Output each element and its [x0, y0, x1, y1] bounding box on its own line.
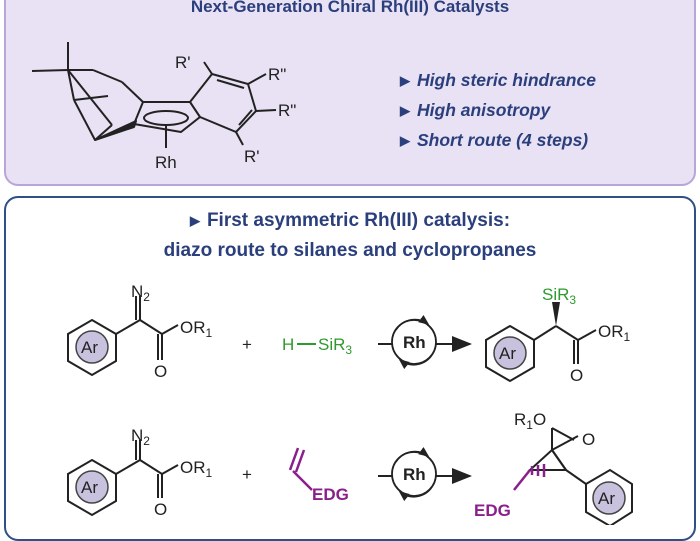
svg-text:N2: N2 [131, 282, 150, 304]
svg-text:OR1: OR1 [598, 322, 631, 344]
catalyst-r-double-1: R" [268, 65, 286, 84]
feature-text: High steric hindrance [417, 70, 596, 90]
carbonyl-label: O [154, 362, 167, 381]
catalyst-structure [31, 42, 277, 148]
silane-h-label: H [282, 335, 294, 354]
silane-label: SiR [318, 335, 345, 354]
reactions-panel [4, 196, 696, 541]
svg-text:OR1: OR1 [180, 458, 213, 480]
catalyst-panel [4, 0, 696, 186]
catalyst-label: Rh [403, 333, 426, 352]
svg-text:R1O: R1O [514, 410, 546, 432]
aryl-label: Ar [81, 478, 98, 497]
feature-item: ▶ High steric hindrance [400, 65, 596, 95]
feature-item: ▶ High anisotropy [400, 95, 596, 125]
ester-label: OR [180, 458, 206, 477]
reaction-1: Ar N2 OR1 O + H SiR3 Rh [67, 282, 631, 385]
product-ester-label: OR [598, 322, 624, 341]
bullet-icon: ▶ [400, 103, 410, 118]
feature-text: High anisotropy [417, 100, 551, 120]
edg-label: EDG [312, 485, 349, 504]
bullet-icon: ▶ [189, 213, 200, 228]
catalyst-r-double-2: R" [278, 101, 296, 120]
feature-list: ▶High steric hindrance ▶High anisotropy … [400, 65, 596, 155]
product-aryl-label: Ar [499, 344, 516, 363]
svg-text:SiR3: SiR3 [542, 285, 576, 307]
svg-text:OR1: OR1 [180, 318, 213, 340]
catalyst-r-prime-top: R' [175, 53, 191, 72]
product-2: R1O O EDG Ar [474, 410, 633, 525]
catalyst-label: Rh [403, 465, 426, 484]
aryl-label: Ar [81, 338, 98, 357]
headline-line-2: diazo route to silanes and cyclopropanes [163, 240, 537, 261]
product-carbonyl-label: O [582, 430, 595, 449]
carbonyl-label: O [154, 500, 167, 519]
product-1: Ar SiR3 OR1 O [485, 285, 631, 385]
svg-text:N2: N2 [131, 426, 150, 448]
reaction-2: Ar N2 OR1 O + EDG Rh [67, 410, 633, 525]
feature-item: ▶ Short route (4 steps) [400, 125, 596, 155]
catalyst-metal: Rh [155, 153, 177, 172]
aryl-ring: Ar [67, 458, 117, 517]
product-aryl-label: Ar [598, 489, 615, 508]
product-edg-label: EDG [474, 501, 511, 520]
svg-text:SiR3: SiR3 [318, 335, 352, 357]
product-silane-label: SiR [542, 285, 569, 304]
diazo-label: N [131, 282, 143, 301]
headline-line-1: ▶First asymmetric Rh(III) catalysis: [189, 210, 511, 231]
catalyst-arrow: Rh [378, 446, 472, 502]
svg-text:H: H [282, 335, 294, 354]
plus-sign: + [242, 335, 252, 354]
aryl-ring: Ar [67, 318, 117, 377]
catalyst-panel-title: Next-Generation Chiral Rh(III) Catalysts [190, 0, 510, 16]
bullet-icon: ▶ [400, 73, 410, 88]
chemistry-drawing: R' R" R" R' Rh Ar N2 OR1 O + H SiR3 [31, 42, 633, 525]
catalyst-arrow: Rh [378, 314, 472, 370]
feature-text: Short route (4 steps) [417, 130, 589, 150]
plus-sign: + [242, 465, 252, 484]
ester-label: OR [180, 318, 206, 337]
diazo-label: N [131, 426, 143, 445]
alkene [288, 447, 313, 491]
product-carbonyl-label: O [570, 366, 583, 385]
bullet-icon: ▶ [400, 133, 410, 148]
product-r-label: R [514, 410, 526, 429]
catalyst-r-prime-bottom: R' [244, 147, 260, 166]
